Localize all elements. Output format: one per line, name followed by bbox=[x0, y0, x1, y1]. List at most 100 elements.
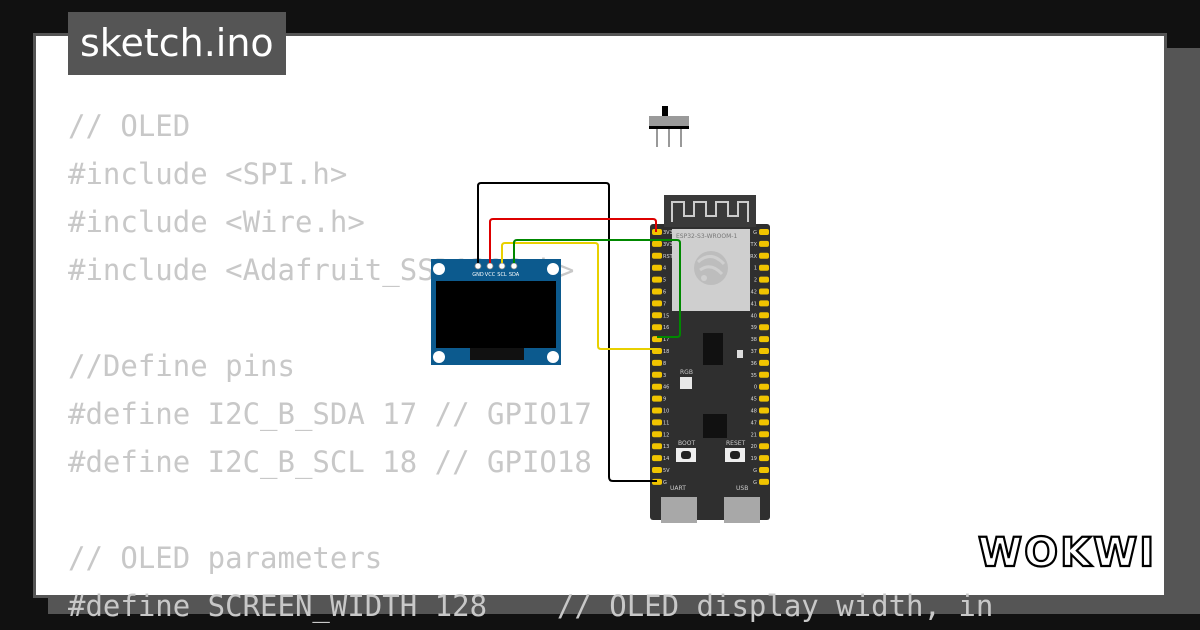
boot-label: BOOT bbox=[678, 440, 695, 447]
file-tab[interactable]: sketch.ino bbox=[68, 12, 286, 75]
pin-label: 11 bbox=[663, 420, 669, 426]
esp32-pin-right[interactable] bbox=[759, 264, 769, 271]
esp32-pin-right[interactable] bbox=[759, 478, 769, 485]
pin-label: TX bbox=[750, 242, 758, 248]
esp32-pin-left[interactable] bbox=[652, 383, 662, 390]
pin-label: 1 bbox=[754, 266, 757, 272]
pin-label: 19 bbox=[751, 456, 757, 462]
pin-label: G bbox=[753, 230, 757, 236]
vcc-wire[interactable] bbox=[489, 218, 657, 263]
esp32-pin-left[interactable] bbox=[652, 300, 662, 307]
esp32-pin-right[interactable] bbox=[759, 383, 769, 390]
pin-label: 12 bbox=[663, 432, 669, 438]
esp32-pin-left[interactable] bbox=[652, 431, 662, 438]
pin-label: 0 bbox=[754, 385, 757, 391]
esp32-pin-right[interactable] bbox=[759, 288, 769, 295]
esp32-pin-left[interactable] bbox=[652, 407, 662, 414]
esp32-pin-right[interactable] bbox=[759, 359, 769, 366]
esp32-pin-left[interactable] bbox=[652, 252, 662, 259]
sda-wire[interactable] bbox=[513, 239, 681, 338]
oled-pin[interactable] bbox=[486, 262, 494, 270]
esp32-pin-left[interactable] bbox=[652, 264, 662, 271]
pin-label: 5V bbox=[663, 468, 670, 474]
ldo-chip bbox=[703, 333, 723, 365]
esp32-pin-right[interactable] bbox=[759, 371, 769, 378]
oled-screen bbox=[436, 281, 556, 348]
pin-label: 2 bbox=[754, 278, 757, 284]
esp32-pin-right[interactable] bbox=[759, 312, 769, 319]
reset-label: RESET bbox=[726, 440, 746, 447]
code-preview: // OLED #include <SPI.h> #include <Wire.h>… bbox=[68, 102, 993, 630]
esp32-pin-left[interactable] bbox=[652, 443, 662, 450]
esp32-pin-left[interactable] bbox=[652, 312, 662, 319]
pin-label: G bbox=[663, 480, 667, 486]
oled-pin[interactable] bbox=[498, 262, 506, 270]
rgb-led bbox=[680, 377, 692, 389]
pin-label: 45 bbox=[751, 397, 757, 403]
esp32-pin-left[interactable] bbox=[652, 467, 662, 473]
pin-label: 46 bbox=[663, 385, 669, 391]
pin-label: 3V3 bbox=[663, 242, 673, 248]
esp32-pin-left[interactable] bbox=[652, 288, 662, 295]
code-line: #define I2C_B_SCL 18 // GPIO18 bbox=[68, 445, 592, 479]
code-line: #define I2C_B_SDA 17 // GPIO17 bbox=[68, 397, 592, 431]
module-label: ESP32-S3-WROOM-1 bbox=[676, 233, 737, 240]
pin-label: 41 bbox=[751, 301, 757, 307]
native-usb-port[interactable] bbox=[724, 497, 760, 523]
code-line: // OLED parameters bbox=[68, 541, 383, 575]
scl-wire[interactable] bbox=[501, 242, 657, 350]
esp32-pin-left[interactable] bbox=[652, 371, 662, 378]
esp32-pin-right[interactable] bbox=[759, 324, 769, 331]
esp32-pin-right[interactable] bbox=[759, 419, 769, 426]
esp32-pin-left[interactable] bbox=[652, 359, 662, 366]
esp32-pin-right[interactable] bbox=[759, 252, 769, 259]
logo-text: WOKWI bbox=[978, 530, 1156, 576]
esp32-pin-right[interactable] bbox=[759, 443, 769, 450]
uart-usb-port[interactable] bbox=[661, 497, 697, 523]
esp32-pin-right[interactable] bbox=[759, 229, 769, 235]
esp32-pin-right[interactable] bbox=[759, 276, 769, 283]
esp32-pin-right[interactable] bbox=[759, 336, 769, 343]
pin-label: 9 bbox=[663, 397, 666, 403]
code-line: #include <SPI.h> bbox=[68, 157, 348, 191]
gnd-wire[interactable] bbox=[477, 182, 657, 482]
esp32-pin-left[interactable] bbox=[652, 419, 662, 426]
esp32-pin-right[interactable] bbox=[759, 455, 769, 462]
pin-label: RX bbox=[750, 254, 757, 260]
code-line: #define SCREEN_WIDTH 128 // OLED display… bbox=[68, 589, 994, 623]
esp32-pin-right[interactable] bbox=[759, 240, 769, 247]
esp32-pin-left[interactable] bbox=[652, 324, 662, 331]
pin-label: 6 bbox=[663, 290, 666, 296]
pin-label: 15 bbox=[663, 313, 669, 319]
pin-label: 40 bbox=[751, 313, 757, 319]
esp32-pin-left[interactable] bbox=[652, 395, 662, 402]
pin-label: 20 bbox=[751, 444, 757, 450]
pin-label: G bbox=[753, 468, 757, 474]
esp32-pin-right[interactable] bbox=[759, 348, 769, 354]
esp32-pin-right[interactable] bbox=[759, 395, 769, 402]
oled-pin[interactable] bbox=[510, 262, 518, 270]
esp32-pin-left[interactable] bbox=[652, 240, 662, 247]
esp32-s3-devkit[interactable]: ESP32-S3-WROOM-1 RGB BOOT RESET UART USB… bbox=[650, 195, 770, 523]
pin-label: 48 bbox=[751, 409, 757, 415]
pin-label: 21 bbox=[751, 432, 757, 438]
pin-label: 39 bbox=[751, 325, 757, 331]
pin-label: 10 bbox=[663, 409, 669, 415]
usb-label: USB bbox=[736, 485, 748, 492]
pin-label: 18 bbox=[663, 349, 669, 355]
pin-label: 36 bbox=[751, 361, 757, 367]
code-line: #include <Wire.h> bbox=[68, 205, 365, 239]
oled-pin-label: GND bbox=[472, 272, 484, 278]
esp32-pin-left[interactable] bbox=[652, 455, 662, 462]
esp32-pin-left[interactable] bbox=[652, 276, 662, 283]
esp32-pin-right[interactable] bbox=[759, 407, 769, 414]
oled-pin[interactable] bbox=[474, 262, 482, 270]
esp32-pin-right[interactable] bbox=[759, 467, 769, 473]
esp32-pin-right[interactable] bbox=[759, 300, 769, 307]
slide-switch[interactable] bbox=[649, 106, 689, 147]
code-line: // OLED bbox=[68, 109, 191, 143]
esp32-pin-right[interactable] bbox=[759, 431, 769, 438]
oled-pin-label: VCC bbox=[485, 272, 496, 278]
